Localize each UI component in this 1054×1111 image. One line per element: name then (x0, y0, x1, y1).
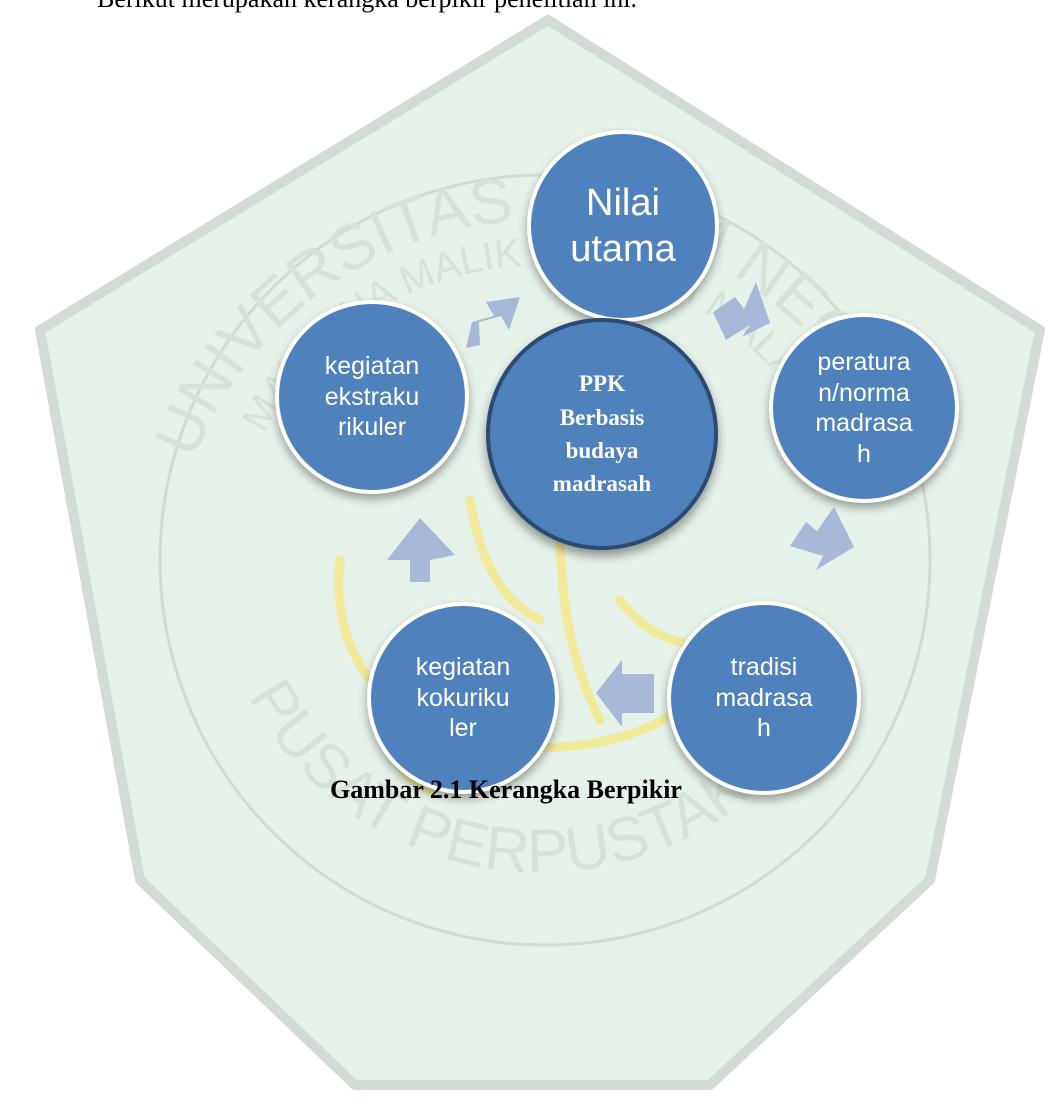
node-nilai-utama: Nilai utama (527, 130, 719, 322)
node-kegiatan-kokurikuler: kegiatan kokuriku ler (367, 602, 559, 794)
arrow-icon (790, 507, 854, 570)
figure-caption: Gambar 2.1 Kerangka Berpikir (330, 775, 682, 804)
arrow-icon (713, 282, 770, 340)
arrow-icon (596, 660, 654, 727)
node-tradisi-madrasah: tradisi madrasa h (667, 601, 861, 795)
node-peraturan-norma: peratura n/norma madrasa h (769, 313, 959, 503)
arrow-icon (387, 518, 455, 582)
arrow-icon (466, 297, 520, 348)
intro-paragraph: Berikut merupakan kerangka berpikir pene… (97, 0, 637, 14)
watermark-pentagon (35, 15, 1045, 1090)
node-kegiatan-ekstrakurikuler: kegiatan ekstraku rikuler (275, 300, 469, 494)
center-node-ppk: PPK Berbasis budaya madrasah (486, 318, 718, 550)
